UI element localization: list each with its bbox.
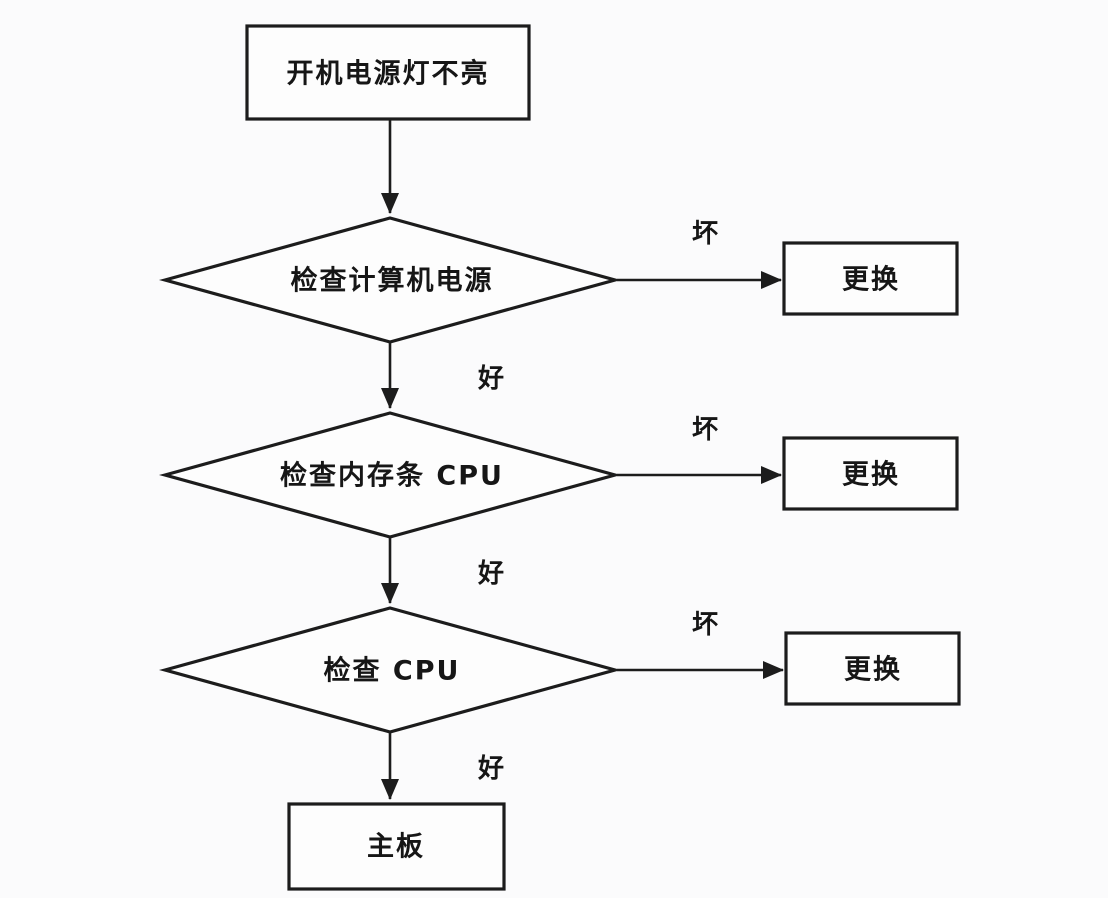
replace3-box <box>784 631 961 706</box>
replace2-box <box>782 436 959 511</box>
decision3-bad-label: 坏 <box>692 610 718 640</box>
decision3-diamond <box>158 606 622 734</box>
decision1-good-label: 好 <box>477 364 504 394</box>
replace3-label: 更换 <box>844 655 902 686</box>
decision2-good-label: 好 <box>477 559 504 589</box>
replace2-label: 更换 <box>842 460 900 491</box>
decision1-bad-label: 坏 <box>692 219 718 249</box>
start-node-box <box>245 24 531 121</box>
decision2-bad-label: 坏 <box>692 415 718 445</box>
replace1-label: 更换 <box>842 265 900 296</box>
end-node-box <box>287 802 506 891</box>
decision1-diamond <box>158 216 622 344</box>
decision3-good-label: 好 <box>477 754 504 784</box>
replace1-box <box>782 241 959 316</box>
start-node-label: 开机电源灯不亮 <box>287 58 490 90</box>
decision1-label: 检查计算机电源 <box>291 265 494 297</box>
decision2-label: 检查内存条 CPU <box>280 460 504 492</box>
decision2-diamond <box>158 411 622 539</box>
decision3-label: 检查 CPU <box>324 655 461 687</box>
end-node-label: 主板 <box>367 832 425 863</box>
